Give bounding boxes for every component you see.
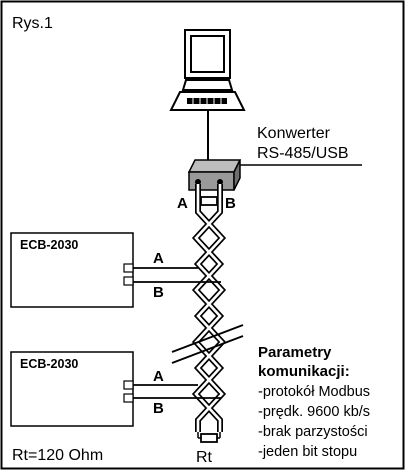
bus-label-b: B — [225, 195, 236, 212]
parameters-heading-line2: komunikacji: — [258, 363, 350, 380]
device-2-name: ECB-2030 — [20, 357, 78, 371]
parameters-heading-line1: Parametry — [258, 344, 332, 361]
figure-label: Rys.1 — [12, 15, 53, 32]
break-mark-2 — [171, 335, 244, 364]
converter-box-icon — [187, 159, 242, 191]
device-2-box — [10, 351, 134, 427]
converter-label-line2: RS-485/USB — [257, 145, 349, 162]
parameter-item-3: -brak parzystości — [258, 424, 368, 440]
computer-icon — [169, 29, 246, 111]
parameter-item-4: -jeden bit stopu — [258, 444, 357, 460]
parameter-item-1: -protokół Modbus — [258, 384, 370, 400]
device-2-wire-b: B — [153, 400, 164, 417]
device-1-name: ECB-2030 — [20, 238, 78, 252]
terminator-symbol: Rt — [196, 449, 213, 466]
device-1-wire-a: A — [153, 250, 164, 267]
converter-label-line1: Konwerter — [257, 125, 331, 142]
parameter-item-2: -prędk. 9600 kb/s — [258, 404, 370, 420]
device-2: ECB-2030 A B — [10, 351, 221, 427]
device-1: ECB-2030 A B — [10, 232, 221, 308]
device-2-wire-a: A — [153, 368, 164, 385]
device-1-wire-b: B — [153, 284, 164, 301]
break-mark-1 — [171, 324, 244, 353]
resistor-icon-top — [200, 196, 218, 206]
terminator-value: Rt=120 Ohm — [12, 447, 103, 464]
twisted-pair-bus — [191, 184, 227, 432]
resistor-icon-bottom — [200, 433, 218, 443]
bus-label-a: A — [177, 195, 188, 212]
